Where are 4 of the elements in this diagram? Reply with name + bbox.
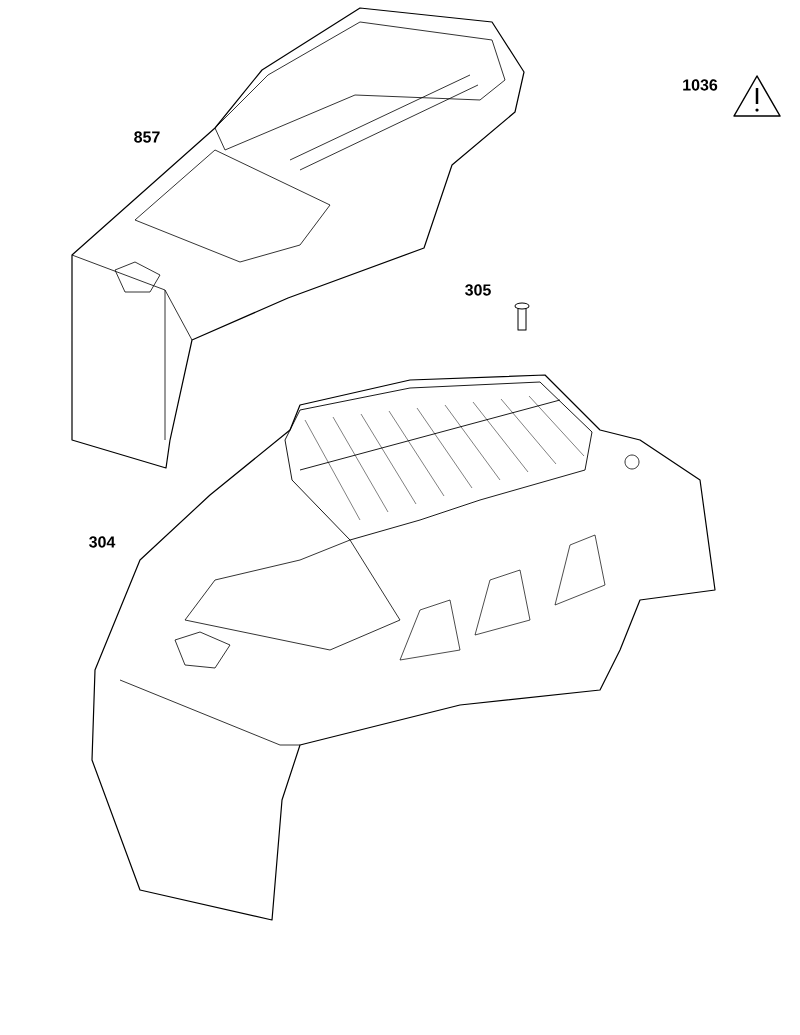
callout-number: 857 [134, 131, 160, 143]
callout-number: 304 [89, 536, 116, 548]
callout-number: 1036 [683, 79, 718, 91]
callout-number: 305 [465, 284, 491, 296]
